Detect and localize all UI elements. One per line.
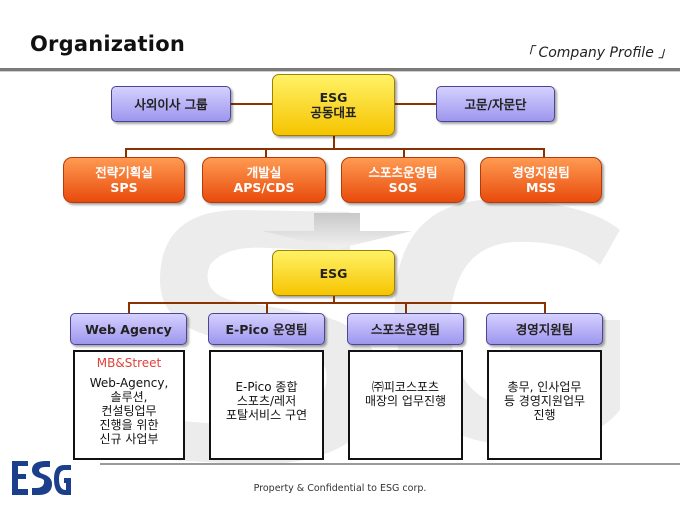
esg-logo: ESG: [12, 461, 71, 495]
down-arrow-icon: [262, 213, 412, 249]
division-sps: 전략기획실 SPS: [63, 157, 185, 203]
team-epico: E-Pico 운영팀: [208, 313, 325, 345]
connector-esg-down: [333, 296, 335, 304]
advisory-box: 고문/자문단: [436, 86, 555, 122]
detail-text: ㈜피코스포츠 매장의 업무진행: [364, 380, 447, 408]
division-code: APS/CDS: [233, 180, 295, 195]
division-name: 개발실: [246, 165, 282, 180]
division-code: MSS: [526, 180, 556, 195]
connector-div-3: [403, 148, 405, 158]
team-detail-sports: ㈜피코스포츠 매장의 업무진행: [348, 350, 463, 460]
connector-advisory: [395, 103, 437, 105]
connector-div-2: [265, 148, 267, 158]
board-box: 사외이사 그룹: [111, 86, 231, 122]
connector-team-4: [544, 302, 546, 314]
connector-team-bar: [128, 302, 546, 304]
team-label: E-Pico 운영팀: [225, 321, 308, 337]
connector-team-3: [405, 302, 407, 314]
connector-div-4: [543, 148, 545, 158]
division-sos: 스포츠운영팀 SOS: [341, 157, 465, 203]
connector-team-2: [266, 302, 268, 314]
board-label: 사외이사 그룹: [134, 96, 208, 112]
connector-ceo-down: [333, 135, 335, 149]
division-name: 경영지원팀: [512, 165, 570, 180]
connector-team-1: [128, 302, 130, 314]
division-name: 스포츠운영팀: [368, 165, 438, 180]
ceo-line1: ESG: [319, 90, 348, 105]
team-detail-management: 총무, 인사업무 등 경영지원업무 진행: [487, 350, 602, 460]
esg-box-label: ESG: [319, 265, 348, 281]
header-rule: [0, 68, 680, 71]
team-sports: 스포츠운영팀: [347, 313, 464, 345]
page-subtitle: 「 Company Profile 」: [520, 45, 673, 61]
connector-division-bar: [125, 148, 545, 150]
connector-div-1: [125, 148, 127, 158]
esg-box: ESG: [272, 250, 395, 296]
header-rule-light: [0, 71, 680, 72]
detail-text: Web-Agency, 솔루션, 컨설팅업무 진행을 위한 신규 사업부: [89, 376, 169, 446]
detail-text: E-Pico 종합 스포츠/레저 포탈서비스 구연: [225, 380, 308, 422]
team-label: 경영지원팀: [515, 321, 574, 337]
team-management: 경영지원팀: [486, 313, 603, 345]
detail-title: MB&Street: [96, 356, 162, 370]
team-label: Web Agency: [85, 321, 172, 337]
team-detail-web-agency: MB&Street Web-Agency, 솔루션, 컨설팅업무 진행을 위한 …: [73, 350, 185, 460]
advisory-label: 고문/자문단: [464, 96, 527, 112]
page-title: Organization: [30, 32, 185, 56]
ceo-line2: 공동대표: [310, 105, 357, 120]
footer-text: Property & Confidential to ESG corp.: [253, 483, 427, 494]
team-detail-epico: E-Pico 종합 스포츠/레저 포탈서비스 구연: [209, 350, 324, 460]
division-code: SPS: [110, 180, 138, 195]
division-aps-cds: 개발실 APS/CDS: [202, 157, 326, 203]
team-label: 스포츠운영팀: [370, 321, 440, 337]
team-web-agency: Web Agency: [70, 313, 187, 345]
division-mss: 경영지원팀 MSS: [480, 157, 602, 203]
footer-rule: [100, 463, 680, 465]
ceo-box: ESG 공동대표: [272, 74, 395, 136]
division-code: SOS: [388, 180, 418, 195]
connector-board: [230, 103, 272, 105]
division-name: 전략기획실: [95, 165, 153, 180]
detail-text: 총무, 인사업무 등 경영지원업무 진행: [503, 380, 586, 422]
